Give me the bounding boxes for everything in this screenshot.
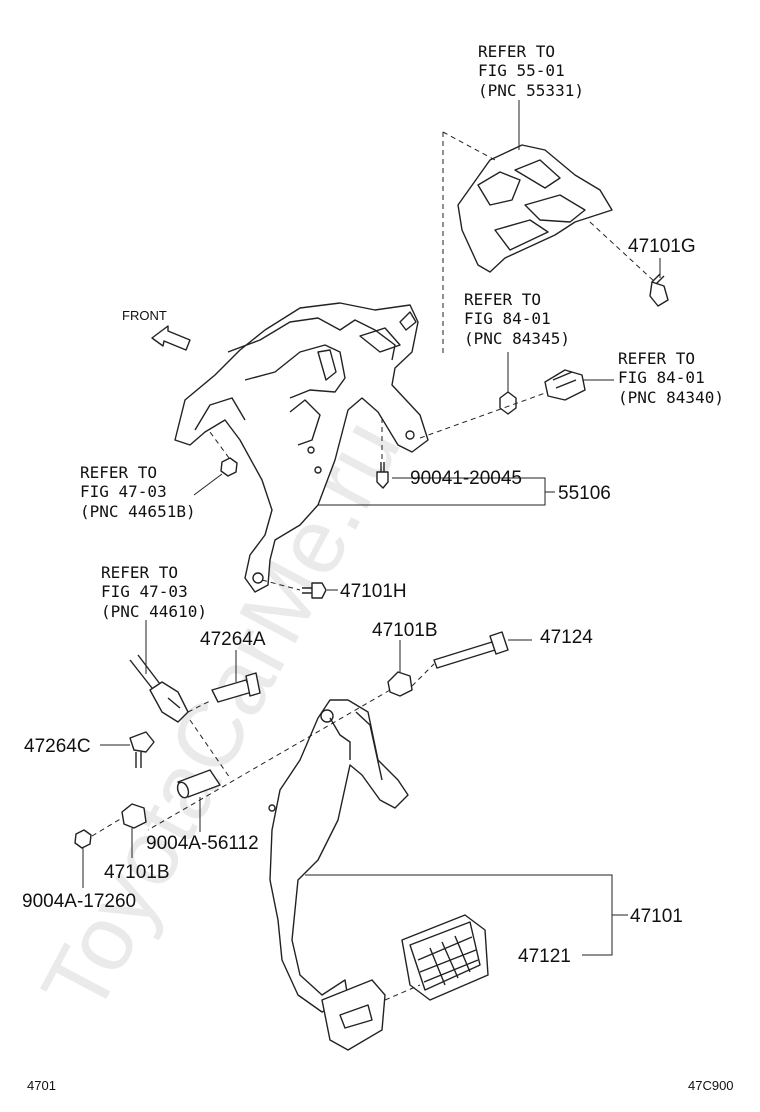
ref-label-55331: REFER TO FIG 55-01 (PNC 55331): [478, 42, 584, 100]
part-55106: 55106: [558, 483, 611, 504]
pedal-arm: [268, 699, 409, 1013]
part-47101b-bottom: 47101B: [104, 862, 170, 883]
svg-text:(PNC 55331): (PNC 55331): [478, 81, 584, 100]
nut-44651b-icon: [220, 457, 238, 477]
svg-text:(PNC 84340): (PNC 84340): [618, 388, 724, 407]
part-47264c: 47264C: [24, 736, 91, 757]
bolt-90041-icon: [376, 462, 389, 489]
cover-dash-bolt: [589, 221, 656, 283]
ref-label-84340: REFER TO FIG 84-01 (PNC 84340): [618, 349, 724, 407]
bolt-47101g-icon: [649, 273, 669, 307]
svg-text:REFER TO: REFER TO: [101, 563, 178, 582]
part-47101: 47101: [630, 906, 683, 927]
svg-text:(PNC 44610): (PNC 44610): [101, 602, 207, 621]
svg-text:REFER TO: REFER TO: [618, 349, 695, 368]
switch-84340-icon: [544, 369, 586, 401]
cover-dash-diag: [442, 131, 496, 161]
part-47121: 47121: [518, 946, 571, 967]
svg-text:FIG 84-01: FIG 84-01: [618, 368, 705, 387]
bushing-47101b-top-icon: [387, 671, 413, 697]
pedal-pad-47121: [401, 914, 489, 1001]
cover-panel: [457, 144, 613, 273]
pedal-base: [321, 979, 386, 1051]
front-arrow-icon: [151, 325, 191, 351]
part-90041-20045: 90041-20045: [410, 468, 522, 489]
clip-47264c-icon: [129, 731, 155, 768]
svg-text:FIG 84-01: FIG 84-01: [464, 309, 551, 328]
svg-text:(PNC 84345): (PNC 84345): [464, 329, 570, 348]
ref-label-84345: REFER TO FIG 84-01 (PNC 84345): [464, 290, 570, 348]
part-47264a: 47264A: [200, 629, 266, 650]
ref-label-44651b: REFER TO FIG 47-03 (PNC 44651B): [80, 463, 196, 521]
part-9004a-56112: 9004A-56112: [146, 833, 259, 854]
bolt-47101h-icon: [302, 582, 327, 599]
dash-nut-44651b: [209, 431, 230, 459]
svg-text:REFER TO: REFER TO: [80, 463, 157, 482]
ref-label-44610: REFER TO FIG 47-03 (PNC 44610): [101, 563, 207, 621]
part-47101b-top: 47101B: [372, 620, 438, 641]
front-label: FRONT: [122, 308, 167, 323]
dash-pad: [384, 984, 421, 1001]
svg-text:FIG 47-03: FIG 47-03: [80, 482, 167, 501]
footer-left: 4701: [27, 1078, 56, 1093]
bushing-47101b-bottom-icon: [121, 803, 147, 829]
cable-clevis: [129, 654, 189, 723]
nut-9004a-17260-icon: [74, 829, 92, 849]
part-47124: 47124: [540, 627, 593, 648]
dash-pivot: [147, 689, 391, 831]
part-9004a-17260: 9004A-17260: [22, 891, 136, 912]
dash-clevis-down: [189, 719, 231, 779]
dash-nut-bottom: [91, 817, 123, 837]
dash-47124: [411, 663, 435, 687]
svg-text:FIG 55-01: FIG 55-01: [478, 61, 565, 80]
svg-text:REFER TO: REFER TO: [464, 290, 541, 309]
svg-text:REFER TO: REFER TO: [478, 42, 555, 61]
svg-text:FIG 47-03: FIG 47-03: [101, 582, 188, 601]
footer-right: 47C900: [688, 1078, 734, 1093]
clip-84345-icon: [499, 391, 517, 415]
bolt-47124-icon: [433, 631, 509, 669]
svg-text:(PNC 44651B): (PNC 44651B): [80, 502, 196, 521]
collar-9004a-56112-icon: [176, 769, 221, 799]
leader-r4: [193, 473, 223, 496]
dash-47101h: [261, 579, 301, 591]
pedal-bracket: [174, 302, 429, 593]
part-47101g: 47101G: [628, 236, 696, 257]
dash-switch: [419, 391, 549, 439]
pin-47264a-icon: [211, 672, 261, 703]
part-47101h: 47101H: [340, 581, 407, 602]
dash-47264a: [187, 699, 213, 713]
